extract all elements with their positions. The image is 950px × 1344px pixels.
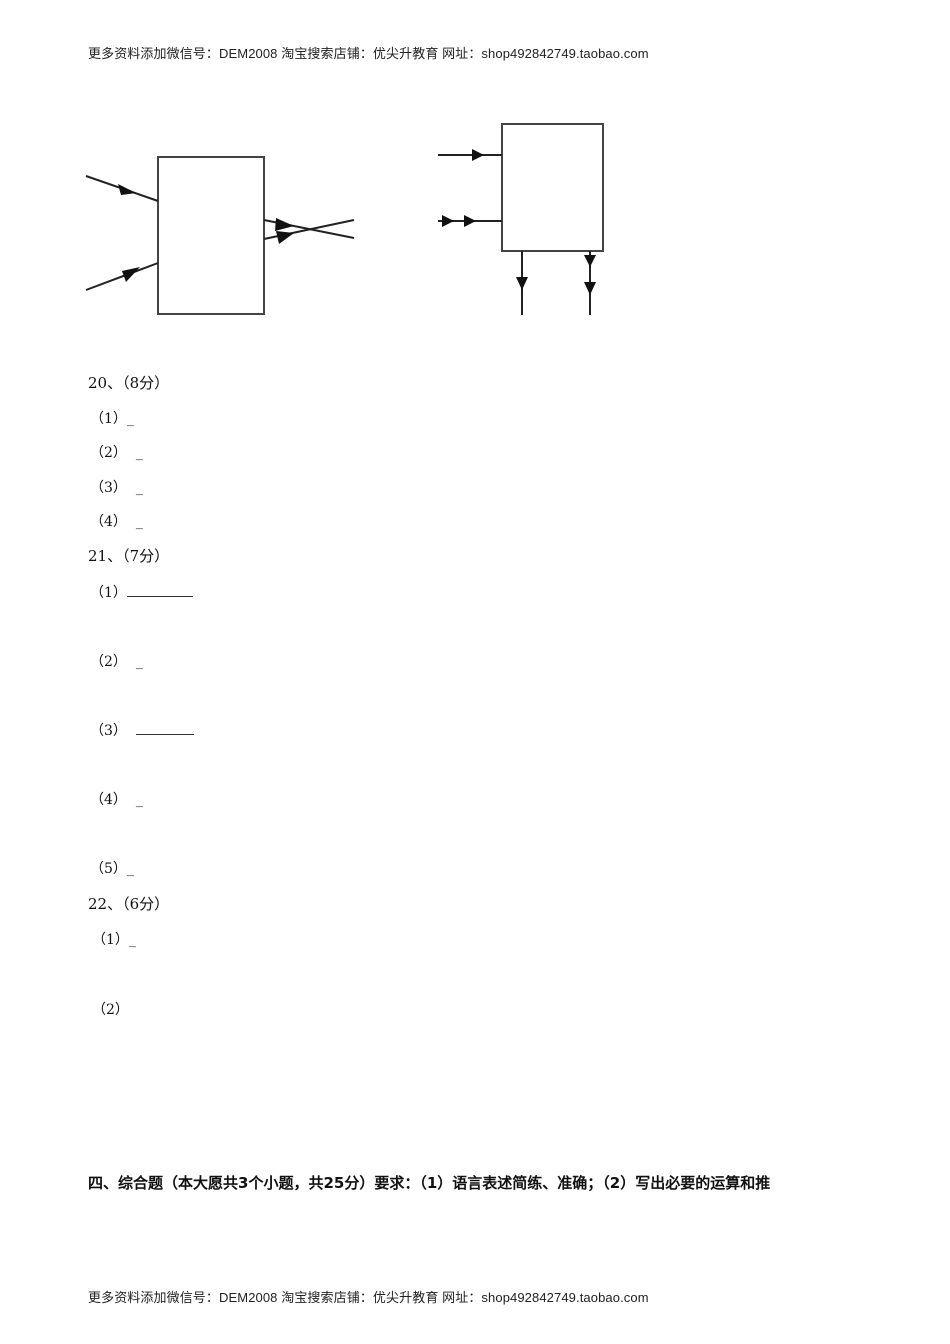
- question-20-title: 20、（8分）: [88, 374, 170, 392]
- question-20-item-1: （1）_: [90, 408, 134, 428]
- question-21-item-4: （4） _: [90, 789, 143, 809]
- question-20-item-2: （2） _: [90, 442, 143, 462]
- answer-blank: _: [126, 411, 134, 427]
- answer-blank-line: [135, 722, 194, 735]
- item-label: （1）: [92, 932, 129, 948]
- question-22-title: 22、（6分）: [88, 895, 170, 913]
- answer-blank: _: [135, 445, 143, 461]
- section-heading-comprehensive: 四、综合题（本大愿共3个小题，共25分）要求：（1）语言表述简练、准确；（2）写…: [88, 1174, 771, 1192]
- question-21-item-2: （2） _: [90, 651, 143, 671]
- question-21-item-5: （5）_: [90, 858, 134, 878]
- item-label: （4）: [90, 514, 127, 530]
- answer-blank: _: [128, 932, 136, 948]
- item-label: （5）: [90, 861, 127, 877]
- item-label: （1）: [90, 411, 127, 427]
- optics-box-diagram-right: [438, 123, 604, 315]
- answer-blank-line: [126, 584, 193, 597]
- item-label: （2）: [90, 445, 127, 461]
- answer-blank: _: [135, 514, 143, 530]
- item-label: （2）: [92, 1002, 129, 1018]
- item-label: （3）: [90, 480, 127, 496]
- item-label: （4）: [90, 792, 127, 808]
- question-21-item-1: （1）: [90, 582, 193, 602]
- item-label: （2）: [90, 654, 127, 670]
- page-footer-watermark: 更多资料添加微信号：DEM2008 淘宝搜索店铺：优尖升教育 网址：shop49…: [88, 1290, 649, 1305]
- question-20-item-4: （4） _: [90, 511, 143, 531]
- item-label: （3）: [90, 723, 127, 739]
- question-21-item-3: （3）: [90, 720, 194, 740]
- answer-blank: _: [126, 861, 134, 877]
- question-20-item-3: （3） _: [90, 477, 143, 497]
- question-22-item-1: （1）_: [92, 929, 136, 949]
- item-label: （1）: [90, 585, 127, 601]
- question-22-item-2: （2）: [92, 999, 129, 1019]
- answer-blank: _: [135, 792, 143, 808]
- answer-blank: _: [135, 480, 143, 496]
- question-21-title: 21、（7分）: [88, 547, 170, 565]
- optics-box-diagram-left: [85, 156, 355, 315]
- page-header-watermark: 更多资料添加微信号：DEM2008 淘宝搜索店铺：优尖升教育 网址：shop49…: [88, 46, 649, 61]
- answer-blank: _: [135, 654, 143, 670]
